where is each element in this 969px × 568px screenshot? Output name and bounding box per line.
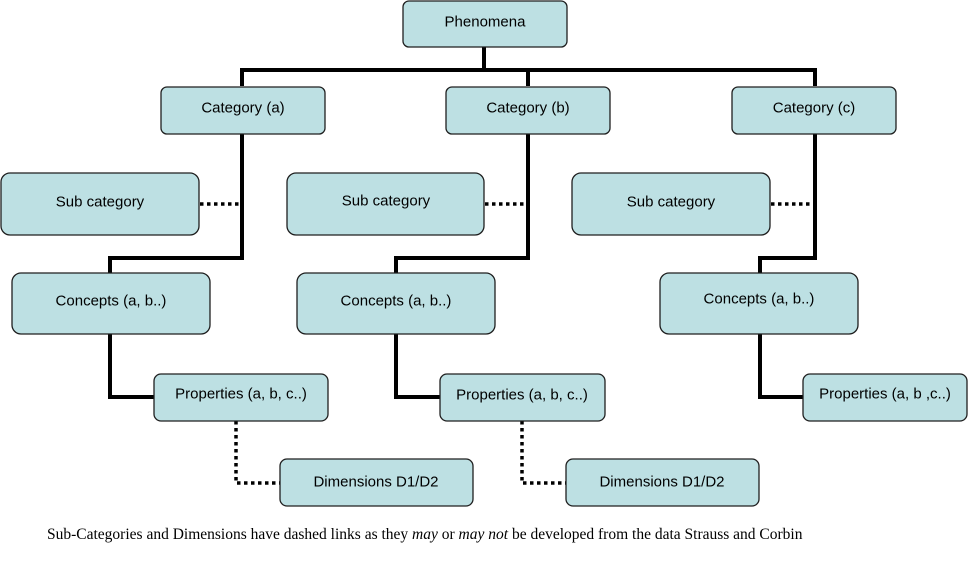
node-subcategory-b-label: Sub category <box>342 193 431 210</box>
node-category-a: Category (a) <box>160 86 326 135</box>
caption-text-start: Sub-Categories and Dimensions have dashe… <box>47 526 413 543</box>
node-concepts-c: Concepts (a, b..) <box>659 272 859 335</box>
node-subcategory-c-label: Sub category <box>627 194 716 211</box>
node-properties-a-label: Properties (a, b, c..) <box>175 386 307 403</box>
node-dimensions-a-label: Dimensions D1/D2 <box>313 474 438 491</box>
connector-concepts-a-properties <box>108 334 154 399</box>
dotted-link-dimensions-b <box>520 421 566 485</box>
node-properties-c: Properties (a, b ,c..) <box>802 373 968 422</box>
caption-text-or: or <box>437 526 459 543</box>
node-subcategory-a: Sub category <box>0 172 200 236</box>
node-concepts-a-label: Concepts (a, b..) <box>56 293 167 310</box>
connector-concepts-b-properties <box>394 334 440 399</box>
node-subcategory-a-label: Sub category <box>56 194 145 211</box>
node-properties-c-label: Properties (a, b ,c..) <box>819 386 951 403</box>
node-category-c-label: Category (c) <box>773 100 856 117</box>
caption-text-end: be developed from the data Strauss and C… <box>508 526 803 543</box>
node-concepts-a: Concepts (a, b..) <box>11 272 211 335</box>
caption-emphasis-may: may <box>412 526 438 543</box>
connector-category-b-concepts <box>394 134 530 273</box>
node-dimensions-b: Dimensions D1/D2 <box>565 458 760 507</box>
node-properties-a: Properties (a, b, c..) <box>153 373 329 422</box>
node-dimensions-a: Dimensions D1/D2 <box>279 458 474 507</box>
node-concepts-b-label: Concepts (a, b..) <box>341 293 452 310</box>
node-subcategory-c: Sub category <box>571 172 771 236</box>
concept-hierarchy-diagram: Phenomena Category (a) Category (b) Cate… <box>0 0 968 507</box>
connectors <box>108 47 817 485</box>
diagram-caption: Sub-Categories and Dimensions have dashe… <box>0 526 969 544</box>
node-category-c: Category (c) <box>731 86 897 135</box>
node-category-b-label: Category (b) <box>486 100 569 117</box>
node-properties-b: Properties (a, b, c..) <box>439 373 606 422</box>
node-subcategory-b: Sub category <box>286 172 485 236</box>
node-properties-b-label: Properties (a, b, c..) <box>456 387 588 404</box>
node-phenomena-label: Phenomena <box>445 14 527 31</box>
node-dimensions-b-label: Dimensions D1/D2 <box>599 474 724 491</box>
node-phenomena: Phenomena <box>402 0 568 48</box>
connector-category-a-concepts <box>108 134 244 273</box>
node-concepts-c-label: Concepts (a, b..) <box>704 291 815 308</box>
connector-category-c-concepts <box>758 134 817 273</box>
connector-concepts-c-properties <box>758 334 803 399</box>
connector-phenomena-categories <box>240 47 817 86</box>
caption-emphasis-may-not: may not <box>458 526 509 543</box>
node-category-b: Category (b) <box>445 86 611 135</box>
dotted-link-dimensions-a <box>234 421 280 485</box>
node-category-a-label: Category (a) <box>201 100 284 117</box>
node-concepts-b: Concepts (a, b..) <box>296 272 496 335</box>
